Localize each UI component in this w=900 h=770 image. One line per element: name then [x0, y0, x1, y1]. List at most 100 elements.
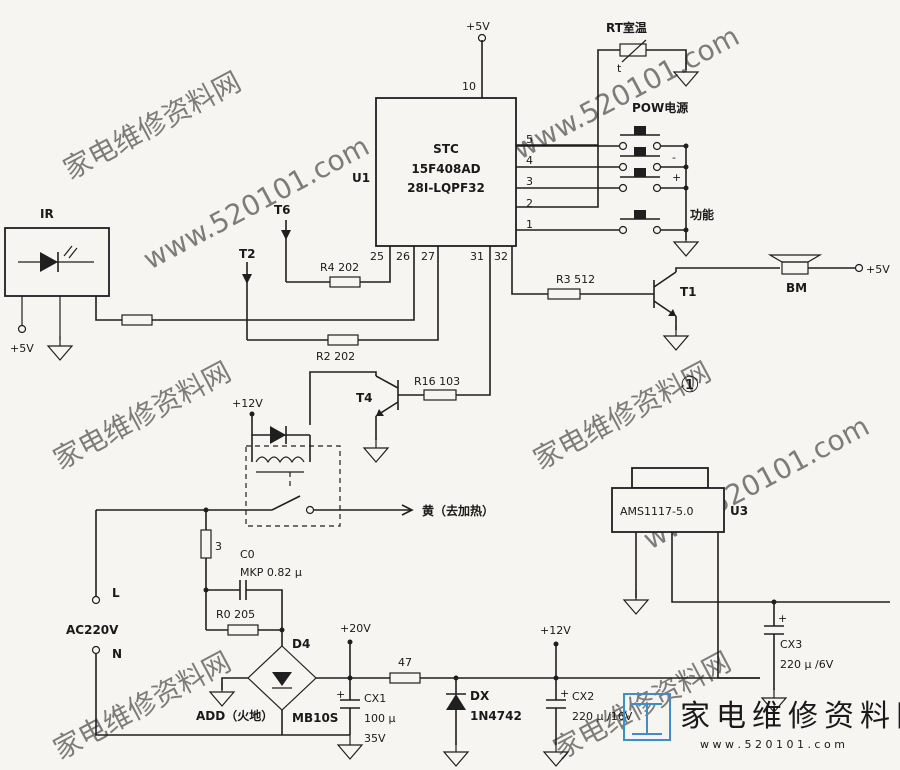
pin-2: 2: [526, 197, 533, 210]
u3-label: U3: [730, 504, 748, 518]
r4-label: R4 202: [320, 261, 359, 274]
r4-t6: T6 R4 202: [274, 203, 391, 288]
ir-resistor: [121, 314, 153, 326]
rt-t-label: t: [617, 62, 622, 75]
pin-27: 27: [421, 250, 435, 263]
dx-label: DX: [470, 689, 490, 703]
resistor-3: [200, 529, 212, 559]
bm-label: BM: [786, 281, 807, 295]
c0-value-label: MKP 0.82 μ: [240, 566, 302, 579]
resistor-r3: [547, 288, 581, 300]
r16-label: R16 103: [414, 375, 460, 388]
bm-5v-label: +5V: [866, 263, 890, 276]
watermark-url-1: www.520101.com: [138, 129, 375, 276]
watermark-cn-2: 家电维修资料网: [48, 355, 237, 476]
rail-12v: +12V + CX2 220 μ /16V: [540, 624, 633, 767]
pin-4: 4: [526, 154, 533, 167]
bridge-d4: D4 ADD（火地） MB10S: [196, 637, 350, 735]
cx1-value-label: 100 μ: [364, 712, 396, 725]
r2-t2: T2 R2 202: [239, 246, 439, 363]
resistor-r4: [329, 276, 361, 288]
mb10s-label: MB10S: [292, 711, 338, 725]
t1-label: T1: [680, 285, 697, 299]
rail-20v: +20V + CX1 100 μ 35V 47: [336, 622, 760, 760]
top-5v-label: +5V: [466, 20, 490, 33]
ac220-label: AC220V: [66, 623, 119, 637]
watermark-cn-4: 家电维修资料网: [48, 645, 237, 766]
t2-label: T2: [239, 247, 256, 261]
pin-3: 3: [526, 175, 533, 188]
regulator-body: [611, 487, 725, 533]
pin-5: 5: [526, 133, 533, 146]
v12-label: +12V: [540, 624, 571, 637]
regulator-u3: AMS1117-5.0 U3 + CX3 220 μ /6V: [611, 467, 890, 713]
pow-label: POW电源: [632, 100, 688, 115]
cx2-label: CX2: [572, 690, 594, 703]
n-label: N: [112, 647, 122, 661]
ir-5v-label: +5V: [10, 342, 34, 355]
ac-input: L AC220V N 3 C0 MKP 0.82 μ R0 205: [66, 507, 350, 736]
cx1-label: CX1: [364, 692, 386, 705]
pin-31: 31: [470, 250, 484, 263]
plus-label: +: [672, 171, 681, 184]
pin-32: 32: [494, 250, 508, 263]
resistor-r2: [327, 334, 359, 346]
r3-label: R3 512: [556, 273, 595, 286]
top-5v-supply: +5V: [466, 20, 490, 98]
site-logo: 家电维修资料网 w w w . 5 2 0 1 0 1 . c o m: [623, 693, 900, 751]
watermark-cn-1: 家电维修资料网: [58, 65, 247, 186]
t6-label: T6: [274, 203, 291, 217]
mcu-line1: STC: [433, 142, 459, 156]
mcu-line3: 28I-LQPF32: [407, 181, 485, 195]
cx1-plus-label: +: [336, 688, 345, 701]
r2-label: R2 202: [316, 350, 355, 363]
mcu-line2: 15F408AD: [411, 162, 480, 176]
pin-1: 1: [526, 218, 533, 231]
ams-label: AMS1117-5.0: [620, 505, 693, 518]
circle-1-label: ①: [680, 373, 700, 398]
add-label: ADD（火地）: [196, 708, 273, 723]
mcu-ref: U1: [352, 171, 370, 185]
mcu-u1: STC 15F408AD 28I-LQPF32 U1 10 5 4 3 2 1 …: [352, 80, 533, 263]
dx-value-label: 1N4742: [470, 709, 522, 723]
pin-25: 25: [370, 250, 384, 263]
relay-frame: [245, 445, 341, 527]
resistor-r16: [423, 389, 457, 401]
cx3-value-label: 220 μ /6V: [780, 658, 834, 671]
logo-box-icon: [623, 693, 671, 741]
buzzer-driver: R3 512 T1 +5V BM: [511, 246, 890, 351]
d4-label: D4: [292, 637, 310, 651]
logo-url: w w w . 5 2 0 1 0 1 . c o m: [700, 738, 845, 751]
relay-driver: R16 103 T4: [309, 246, 491, 463]
r3v-label: 3: [215, 540, 222, 553]
relay: +12V 黄（去加热）: [96, 397, 494, 527]
c0-label: C0: [240, 548, 255, 561]
zener-dx: DX 1N4742: [443, 675, 522, 767]
t4-label: T4: [356, 391, 373, 405]
logo-text: 家电维修资料网: [680, 699, 900, 734]
pin-10: 10: [462, 80, 476, 93]
thermistor-rt: [619, 43, 647, 57]
cx2-plus-label: +: [560, 687, 569, 700]
pin-26: 26: [396, 250, 410, 263]
func-label: 功能: [690, 207, 714, 222]
relay-12v-label: +12V: [232, 397, 263, 410]
cx3-label: CX3: [780, 638, 802, 651]
ir-receiver: IR +5V: [4, 207, 415, 361]
buzzer-bm: [781, 261, 809, 275]
minus-label: -: [672, 151, 676, 164]
resistor-r0: [227, 624, 259, 636]
cx1-voltage-label: 35V: [364, 732, 386, 745]
mcu-body: [375, 97, 517, 247]
l-label: L: [112, 586, 120, 600]
r0-label: R0 205: [216, 608, 255, 621]
cx2-value-label: 220 μ /16V: [572, 710, 633, 723]
resistor-47: [389, 672, 421, 684]
heating-output-label: 黄（去加热）: [422, 503, 494, 518]
ir-label: IR: [40, 207, 54, 221]
right-pin-wiring: RT室温 t POW电源 - + 功能: [516, 20, 714, 257]
v20-label: +20V: [340, 622, 371, 635]
rt-label: RT室温: [606, 20, 647, 35]
cx3-plus-label: +: [778, 612, 787, 625]
